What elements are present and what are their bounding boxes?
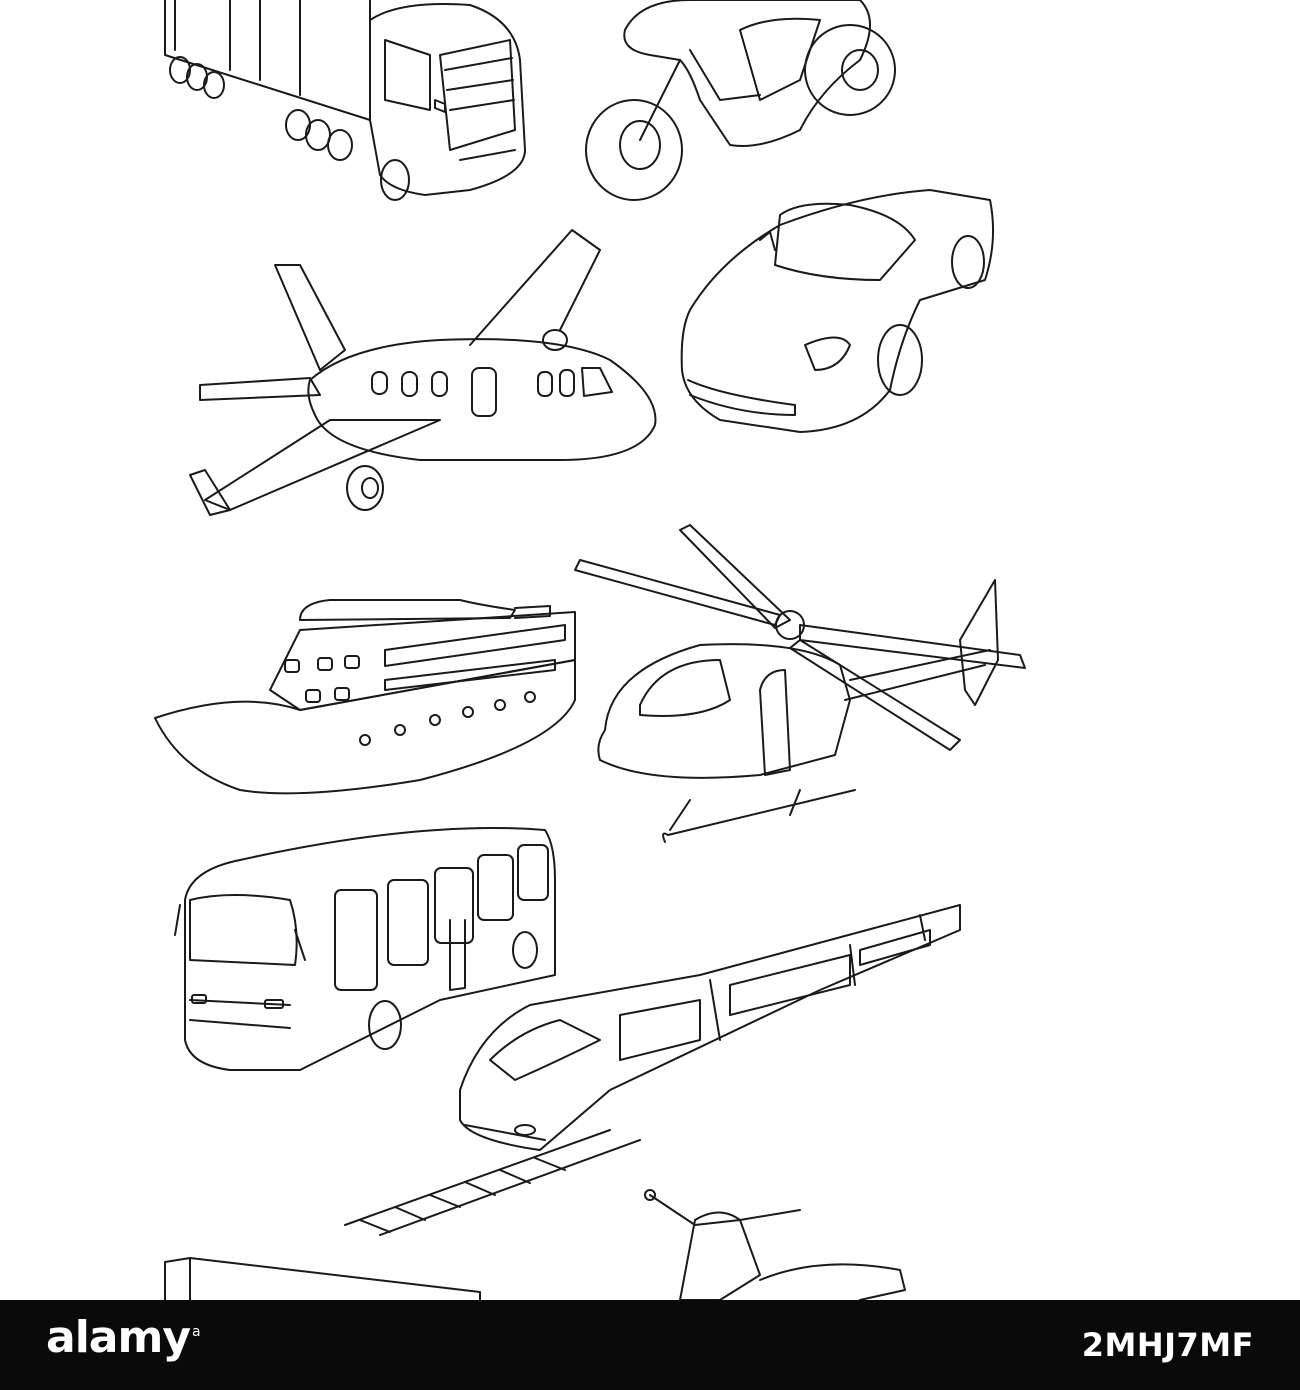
trailer-icon bbox=[164, 1257, 481, 1300]
image-code: 2MHJ7MF bbox=[1081, 1326, 1254, 1364]
illustration-canvas bbox=[154, 0, 1026, 1300]
train-icon bbox=[344, 904, 961, 1236]
bus-icon bbox=[174, 827, 556, 1071]
brand-logo-mark: a bbox=[192, 1324, 201, 1341]
cruise-ship-icon bbox=[154, 599, 576, 795]
vehicle-line-art bbox=[154, 0, 1026, 1300]
truck-icon bbox=[164, 0, 526, 201]
brand-logo-text: alamy bbox=[46, 1312, 191, 1363]
scooter-icon bbox=[644, 1189, 906, 1300]
sports-car-icon bbox=[680, 189, 995, 433]
helicopter-icon bbox=[574, 524, 1026, 843]
motorcycle-icon bbox=[585, 0, 896, 201]
airplane-icon bbox=[189, 229, 657, 516]
